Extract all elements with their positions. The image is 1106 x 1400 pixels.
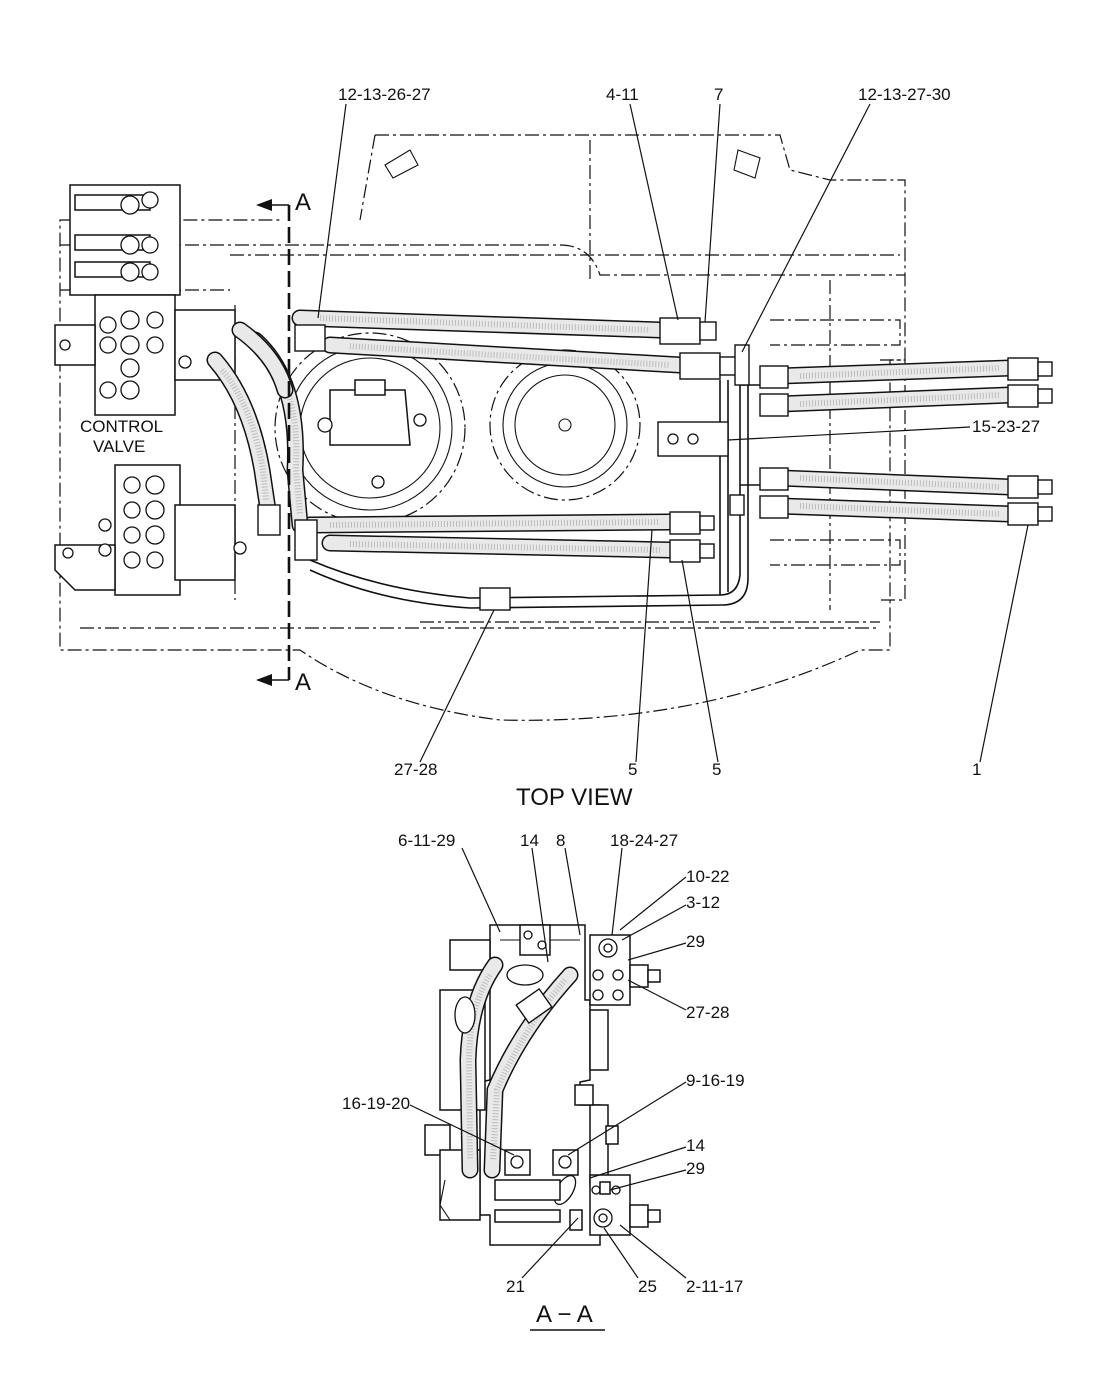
section-callout-29-bottom: 29 [686,1159,705,1178]
section-marker-bottom: A [295,669,311,696]
callout-12-13-27-30: 12-13-27-30 [858,85,951,104]
callout-27-28: 27-28 [394,760,437,779]
section-callout-14-bottom: 14 [686,1136,705,1155]
section-callout-2-11-17: 2-11-17 [686,1277,743,1296]
section-line-a-a [256,199,291,686]
section-valves [504,934,661,1236]
section-hoses [454,956,579,1223]
section-leaders [409,847,687,1279]
callout-5-left: 5 [628,760,637,779]
section-callout-14-top: 14 [520,831,539,850]
callout-1: 1 [972,760,981,779]
callout-7: 7 [714,85,723,104]
top-leaders [317,103,1029,763]
control-valve-label-2: VALVE [93,437,145,456]
steel-tubes [309,380,760,609]
section-callout-6-11-29: 6-11-29 [398,831,455,850]
section-callout-9-16-19: 9-16-19 [686,1071,745,1090]
callout-5-right: 5 [712,760,721,779]
control-valve [54,184,247,596]
section-callout-16-19-20: 16-19-20 [342,1094,410,1113]
section-callout-21: 21 [506,1277,525,1296]
section-callout-10-22: 10-22 [686,867,729,886]
section-marker-top: A [295,189,311,216]
control-valve-label-1: CONTROL [80,417,163,436]
section-view-title: A − A [536,1301,593,1328]
section-callout-25: 25 [638,1277,657,1296]
section-callout-8: 8 [556,831,565,850]
section-callout-29-top: 29 [686,932,705,951]
section-callout-27-28: 27-28 [686,1003,729,1022]
callout-4-11: 4-11 [606,85,639,104]
top-view-title: TOP VIEW [516,784,633,811]
fittings [257,317,1053,611]
callout-12-13-26-27: 12-13-26-27 [338,85,431,104]
callout-15-23-27: 15-23-27 [972,417,1040,436]
hoses [206,309,1019,559]
section-callout-18-24-27: 18-24-27 [610,831,678,850]
section-a-a-view: 6-11-29 14 8 18-24-27 10-22 3-12 29 27-2… [342,831,745,1331]
top-view: 12-13-26-27 4-11 7 12-13-27-30 15-23-27 … [54,85,1053,811]
section-callout-3-12: 3-12 [686,893,720,912]
